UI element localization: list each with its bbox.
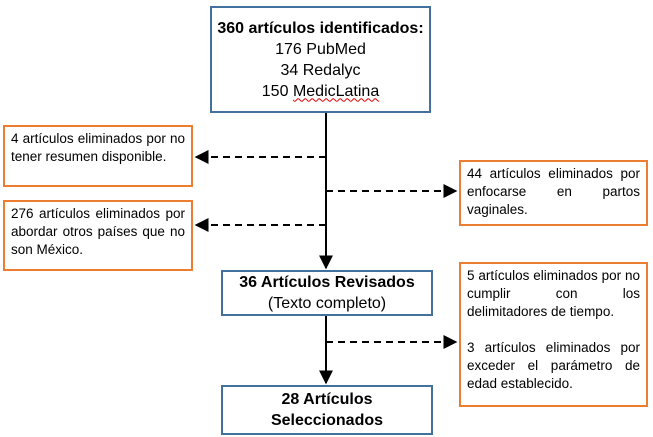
excluded-vaginal-births-text: 44 artículos eliminados por enfocarse en… <box>467 166 640 217</box>
source-pubmed: 176 PubMed <box>275 40 366 58</box>
excluded-no-abstract-text: 4 artículos eliminados por no tener resu… <box>11 131 185 164</box>
excluded-age-text: 3 artículos eliminados por exceder el pa… <box>467 340 640 391</box>
excluded-vaginal-births-box: 44 artículos eliminados por enfocarse en… <box>459 160 648 226</box>
excluded-other-countries-box: 276 artículos eliminados por abordar otr… <box>3 200 193 271</box>
reviewed-title: 36 Artículos Revisados <box>239 274 415 291</box>
reviewed-subtitle: (Texto completo) <box>267 295 387 312</box>
excluded-time-text: 5 artículos eliminados por no cumplir co… <box>467 268 640 319</box>
excluded-time-age-box: 5 artículos eliminados por no cumplir co… <box>459 262 648 407</box>
reviewed-box: 36 Artículos Revisados (Texto completo) <box>221 270 433 316</box>
selected-box: 28 Artículos Seleccionados <box>221 385 433 435</box>
identified-title: 360 artículos identificados: <box>217 19 424 37</box>
excluded-other-countries-text: 276 artículos eliminados por abordar otr… <box>11 206 185 257</box>
excluded-no-abstract-box: 4 artículos eliminados por no tener resu… <box>3 125 193 187</box>
source-mediclatina: 150 MedicLatina <box>261 82 380 100</box>
selected-line2: Seleccionados <box>270 412 384 429</box>
source-redalyc: 34 Redalyc <box>280 61 361 79</box>
identified-box: 360 artículos identificados: 176 PubMed … <box>210 6 431 113</box>
selected-line1: 28 Artículos <box>281 391 373 408</box>
